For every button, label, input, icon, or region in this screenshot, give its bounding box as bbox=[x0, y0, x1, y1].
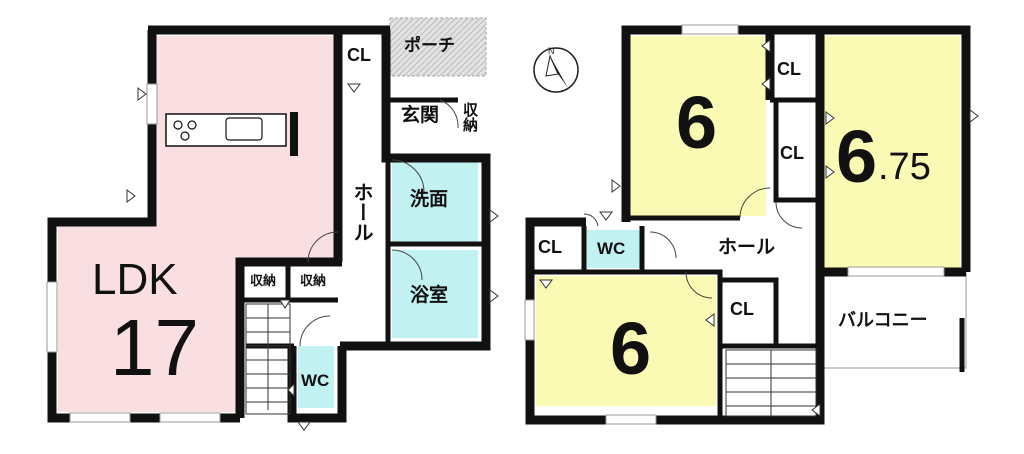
floor1-wc-label: WC bbox=[301, 371, 330, 390]
wc1-fill bbox=[298, 346, 334, 408]
balcony-area bbox=[823, 271, 967, 369]
floor1-stairs bbox=[245, 303, 291, 415]
floor2-stairs bbox=[725, 349, 817, 417]
ldk-label: LDK bbox=[92, 255, 178, 304]
floor1-hall-label: ホール bbox=[350, 182, 374, 242]
floor2-cl-3-label: CL bbox=[538, 237, 562, 257]
porch-fill bbox=[389, 17, 487, 77]
bathroom-fill bbox=[392, 250, 478, 338]
floor2-vent-markers bbox=[539, 39, 979, 417]
room-sw-fill bbox=[536, 276, 716, 406]
storage-a-label: 収納 bbox=[250, 274, 277, 289]
entrance-label: 玄関 bbox=[401, 104, 440, 126]
bathroom-label: 浴室 bbox=[410, 284, 449, 306]
floor2-interior-walls bbox=[530, 97, 965, 420]
floor2-hall-label: ホール bbox=[718, 236, 776, 258]
kitchen-counter bbox=[165, 112, 298, 156]
compass-north-label: N bbox=[548, 46, 555, 56]
wc2-fill bbox=[586, 230, 642, 268]
floor2-cl-1-label: CL bbox=[777, 59, 801, 79]
room-nw-fill bbox=[630, 36, 766, 216]
storage-b-label: 収納 bbox=[300, 274, 327, 289]
washroom-fill bbox=[392, 158, 478, 242]
room-sw-size: 6 bbox=[610, 307, 652, 390]
room-ne-size-main: 6 bbox=[836, 115, 878, 198]
floor2-cl-2-label: CL bbox=[780, 143, 804, 163]
floor1-plan bbox=[46, 17, 499, 431]
room-nw-size: 6 bbox=[676, 81, 718, 164]
ldk-size: 17 bbox=[110, 303, 199, 392]
floor1-vent-markers bbox=[126, 83, 499, 431]
room-ne-fill bbox=[824, 36, 960, 268]
entrance-storage-label: 収納 bbox=[461, 102, 479, 132]
floor2-doors bbox=[583, 187, 803, 299]
floor2-windows bbox=[524, 24, 945, 425]
floor1-doors bbox=[299, 99, 459, 347]
balcony-label: バルコニー bbox=[838, 310, 928, 331]
washroom-label: 洗面 bbox=[410, 188, 449, 210]
room-ne-size-frac: .75 bbox=[878, 146, 931, 188]
compass: N bbox=[533, 46, 579, 93]
floor2-cl-4-label: CL bbox=[730, 299, 754, 319]
porch-label: ポーチ bbox=[404, 36, 455, 56]
floor2-plan bbox=[524, 24, 979, 425]
floor1-interior-walls bbox=[244, 97, 486, 349]
floor1-cl-label: CL bbox=[347, 45, 371, 65]
floor1-windows bbox=[46, 83, 221, 423]
floor2-wc-label: WC bbox=[597, 239, 626, 258]
